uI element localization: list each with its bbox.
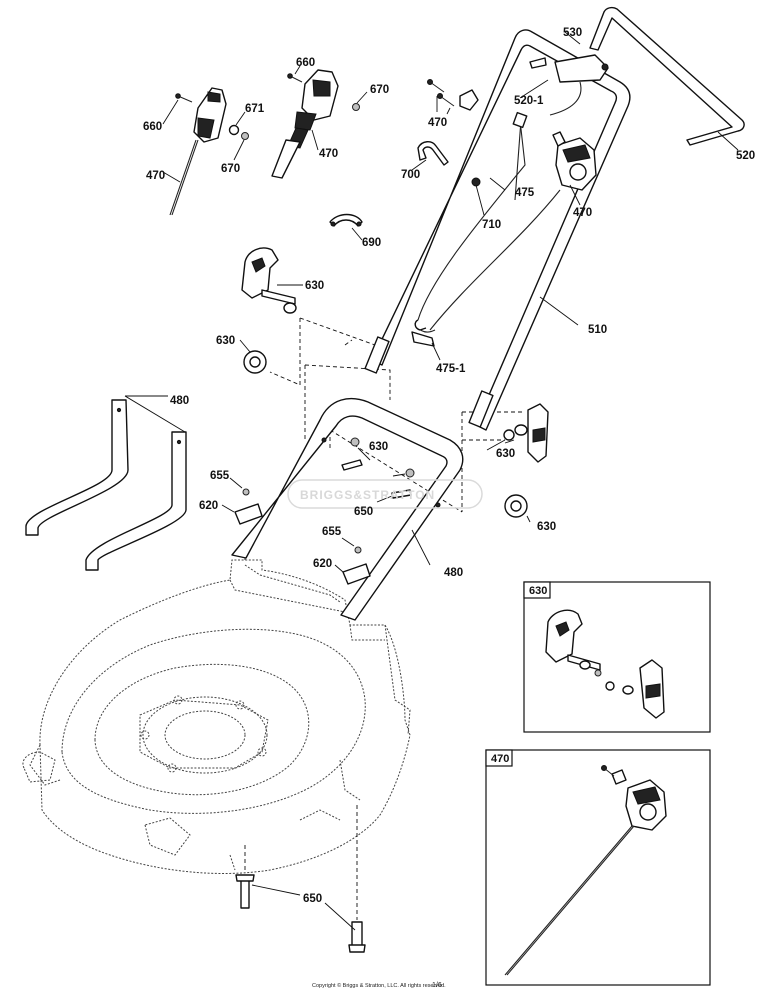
bracket-620-right: [334, 537, 371, 585]
callout-470-grip: 470: [319, 148, 338, 160]
callout-660-top: 660: [296, 57, 315, 69]
cable-475: [416, 111, 528, 333]
upper-handle-510: [364, 29, 631, 431]
lower-handle-480-left: [25, 395, 187, 571]
lower-handle-480-right: [231, 398, 464, 621]
copyright-text: Copyright © Briggs & Stratton, LLC. All …: [312, 982, 446, 989]
callout-660-left: 660: [143, 121, 162, 133]
engine-control-470: [429, 131, 597, 331]
screw-650-middle: [341, 437, 415, 503]
callout-630-knob-round: 630: [216, 335, 235, 347]
bail-520: [589, 6, 745, 151]
watermark-text: BRIGGS&STRATTON: [300, 488, 435, 502]
inset-630-title: 630: [529, 585, 547, 597]
callout-630-knob-left: 630: [305, 280, 324, 292]
clip-710: [471, 177, 485, 216]
bracket-620-left: [221, 477, 263, 525]
callout-670-top: 670: [370, 84, 389, 96]
callout-700: 700: [401, 169, 420, 181]
callout-labels: 530 520-1 520 660 660 670 671 670 470 47…: [143, 27, 755, 905]
handle-knob-left: [239, 247, 303, 374]
mower-deck: [22, 559, 411, 874]
screw-650-bottom: [235, 874, 366, 953]
inset-630: 630: [523, 581, 711, 733]
callout-480-right: 480: [444, 567, 463, 579]
footer: Copyright © Briggs & Stratton, LLC. All …: [312, 982, 446, 989]
callout-480-loose: 480: [170, 395, 189, 407]
handle-knob-right: [503, 403, 549, 523]
watermark: BRIGGS&STRATTON: [287, 479, 483, 509]
callout-520-1: 520-1: [514, 95, 544, 107]
hook-700: [411, 141, 449, 171]
callout-710: 710: [482, 219, 501, 231]
callout-671: 671: [245, 103, 265, 115]
callout-670-left: 670: [221, 163, 240, 175]
callout-630-middle: 630: [369, 441, 388, 453]
callout-470-control: 470: [573, 207, 592, 219]
callout-470-left: 470: [146, 170, 165, 182]
callout-650-bottom: 650: [303, 893, 322, 905]
callout-475-1: 475-1: [436, 363, 466, 375]
control-lever-470-left: [162, 87, 249, 216]
callout-520: 520: [736, 150, 755, 162]
callout-630-right: 630: [496, 448, 515, 460]
callout-470-screws: 470: [428, 117, 447, 129]
callout-620-left: 620: [199, 500, 218, 512]
control-housing: [519, 31, 609, 116]
callout-650-middle: 650: [354, 506, 373, 518]
callout-655-right: 655: [322, 526, 342, 538]
handle-grip-470-top: [271, 65, 368, 179]
cable-clip-475-1: [411, 319, 441, 361]
callout-530: 530: [563, 27, 582, 39]
callout-620-right: 620: [313, 558, 332, 570]
page-ref: 1/6: [432, 982, 442, 989]
leaders-right-630: [486, 439, 506, 451]
callout-630-knob-right: 630: [537, 521, 556, 533]
callout-475: 475: [515, 187, 535, 199]
callout-510: 510: [588, 324, 607, 336]
callout-655-left: 655: [210, 470, 230, 482]
inset-470-title: 470: [491, 753, 509, 765]
clip-690: [329, 213, 363, 241]
screw-set-470: [427, 79, 479, 115]
callout-690: 690: [362, 237, 381, 249]
inset-470: 470: [485, 749, 711, 986]
